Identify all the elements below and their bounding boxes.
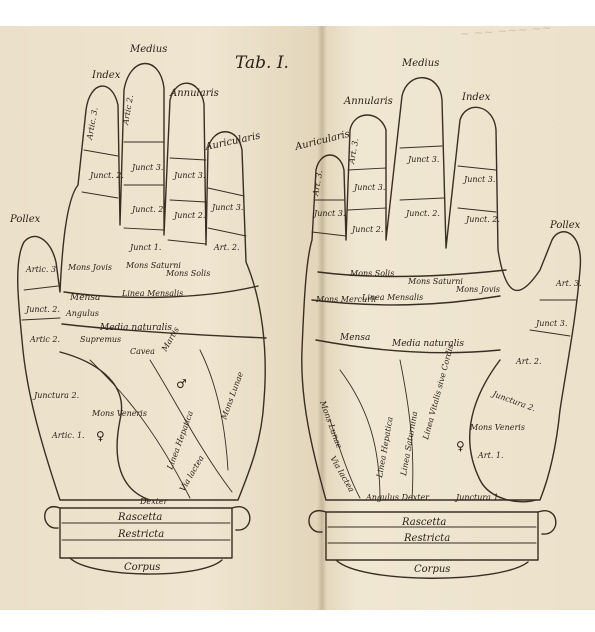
left-mount-saturni: Mons Saturni (125, 261, 181, 270)
left-hand: Medius Index Annularis Auricularis Polle… (9, 44, 267, 575)
right-pollex-junctura1: Junctura 1. (454, 493, 501, 502)
left-palm-lines (59, 285, 267, 501)
right-finger-creases (311, 145, 577, 337)
left-pollex-junct2: Junct. 2. (24, 305, 60, 314)
left-mars-symbol: ♂ (176, 377, 187, 391)
right-medius-junct2: Junct. 2. (404, 209, 440, 218)
right-mount-solis: Mons Solis (349, 269, 394, 278)
left-line-angulus: Angulus (65, 309, 99, 318)
left-wrist-rascetta: Rascetta (117, 512, 162, 523)
left-line-supremus: Supremus (80, 335, 121, 344)
plate-title: Tab. I. (235, 53, 289, 73)
right-palm-lines (311, 269, 537, 503)
right-medius-junct3: Junct 3. (406, 155, 439, 164)
right-wrist-rascetta: Rascetta (401, 517, 446, 528)
right-finger-medius: Medius (401, 58, 439, 69)
left-line-via-lactea: Via lactea (178, 454, 206, 493)
right-line-mensa: Mensa (339, 333, 370, 343)
left-medius-junct2: Junct. 2. (130, 205, 166, 214)
left-finger-annularis: Annularis (169, 88, 219, 99)
right-mount-lunae: Mons Lunae (318, 399, 344, 450)
left-mount-lunae: Mons Lunae (219, 370, 245, 421)
right-line-saturnina: Linea Saturnina (399, 410, 419, 477)
right-line-mensalis: Linea Mensalis (361, 293, 423, 302)
left-pollex-art2: Artic 2. (29, 335, 60, 344)
right-wrist-restricta: Restricta (403, 533, 450, 544)
left-venus-symbol: ♀ (96, 429, 105, 443)
left-line-cavea: Cavea (130, 347, 155, 356)
left-index-art3: Artic. 3. (85, 107, 100, 142)
right-pollex-junctura2: Junctura 2. (489, 389, 536, 414)
left-pollex-art3: Artic. 3. (25, 265, 59, 274)
right-pollex-art2: Art. 2. (515, 357, 542, 366)
right-hand: Medius Index Annularis Auricularis Polle… (293, 58, 582, 579)
left-wrist-corpus: Corpus (124, 562, 160, 573)
left-auricularis-junct3: Junct 3. (210, 203, 243, 212)
left-mount-solis: Mons Solis (165, 269, 210, 278)
right-finger-annularis: Annularis (343, 96, 393, 107)
left-mount-veneris: Mons Veneris (91, 409, 147, 418)
left-annularis-junct3: Junct 3. (172, 171, 205, 180)
right-line-vitalis: Linea Vitalis sive Cordis (421, 343, 455, 441)
left-finger-medius: Medius (129, 44, 167, 55)
left-line-mensa: Mensa (69, 293, 100, 303)
right-pollex-art1: Art. 1. (477, 451, 504, 460)
right-index-junct2: Junct. 2. (464, 215, 500, 224)
right-finger-index: Index (461, 92, 491, 103)
left-finger-creases (21, 141, 247, 321)
right-pollex-art3: Art. 3. (555, 279, 582, 288)
left-wrist-restricta: Restricta (117, 529, 164, 540)
bleed-text: ~ ~~ ~~~ ~~ (459, 21, 552, 41)
left-line-dexter: Dexter (139, 497, 169, 506)
right-finger-pollex: Pollex (549, 220, 581, 231)
right-line-hepatica: Linea Hepatica (375, 416, 395, 480)
right-line-angulus-dexter: Angulus Dexter (365, 493, 430, 502)
right-index-junct3: Junct 3. (462, 175, 495, 184)
left-medius-junct1: Junct 1. (128, 243, 161, 252)
right-annularis-junct2: Junct 2. (350, 225, 383, 234)
left-finger-index: Index (91, 70, 121, 81)
right-annularis-junct3: Junct 3. (352, 183, 385, 192)
left-mount-jovis: Mons Jovis (67, 263, 112, 272)
book-gutter (317, 26, 327, 610)
left-artic1: Artic. 1. (51, 431, 85, 440)
left-line-mensalis: Linea Mensalis (121, 289, 183, 298)
left-line-media-naturalis: Media naturalis (99, 323, 172, 333)
left-finger-pollex: Pollex (9, 214, 41, 225)
right-wrist-scroll (308, 509, 557, 579)
right-wrist-corpus: Corpus (414, 564, 450, 575)
right-line-via-lactea: Via lactea (328, 455, 356, 494)
right-finger-auricularis: Auricularis (293, 129, 351, 153)
right-auricularis-art3: Art. 3. (311, 170, 324, 198)
left-medius-junct3: Junct 3. (130, 163, 163, 172)
right-venus-symbol: ♀ (456, 439, 465, 453)
left-hand-outline (17, 62, 266, 501)
left-junctura: Junctura 2. (32, 391, 79, 400)
right-pollex-junct3: Junct 3. (534, 319, 567, 328)
left-annularis-junct2: Junct 2. (172, 211, 205, 220)
right-hand-outline (301, 77, 582, 501)
right-mount-mercurii: Mons Mercurii (315, 295, 377, 304)
right-mount-veneris: Mons Veneris (469, 423, 525, 432)
right-mount-jovis: Mons Jovis (455, 285, 500, 294)
left-wrist-scroll (44, 505, 251, 575)
left-line-hepatica: Linea Hepatica (165, 409, 195, 471)
left-index-junct2: Junct. 2. (88, 171, 124, 180)
left-auricularis-art2: Art. 2. (213, 243, 240, 252)
right-mount-saturni: Mons Saturni (407, 277, 463, 286)
right-line-media-naturalis: Media naturalis (391, 339, 464, 349)
right-auricularis-junct3: Junct 3. (312, 209, 345, 218)
